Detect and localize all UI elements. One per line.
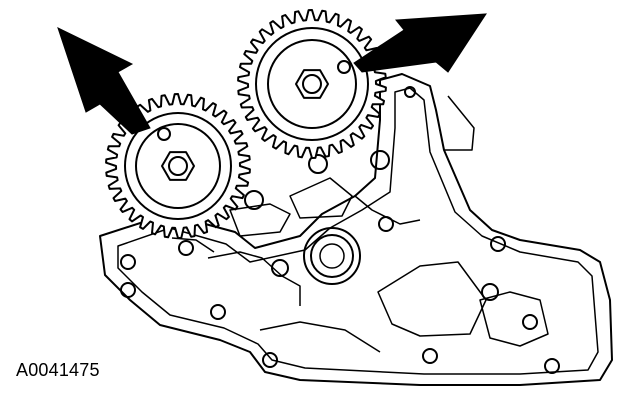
arrow-icon <box>353 13 487 73</box>
right-camshaft-sprocket <box>237 9 387 159</box>
engine-front-cover <box>99 73 613 386</box>
figure-reference-code: A0041475 <box>16 360 100 380</box>
left-sprocket-bolt <box>161 151 195 181</box>
timing-mark-left-sprocket <box>157 127 171 141</box>
timing-mark-right-sprocket <box>337 60 351 74</box>
arrow-icon <box>57 27 151 135</box>
right-sprocket-bolt <box>295 69 329 99</box>
